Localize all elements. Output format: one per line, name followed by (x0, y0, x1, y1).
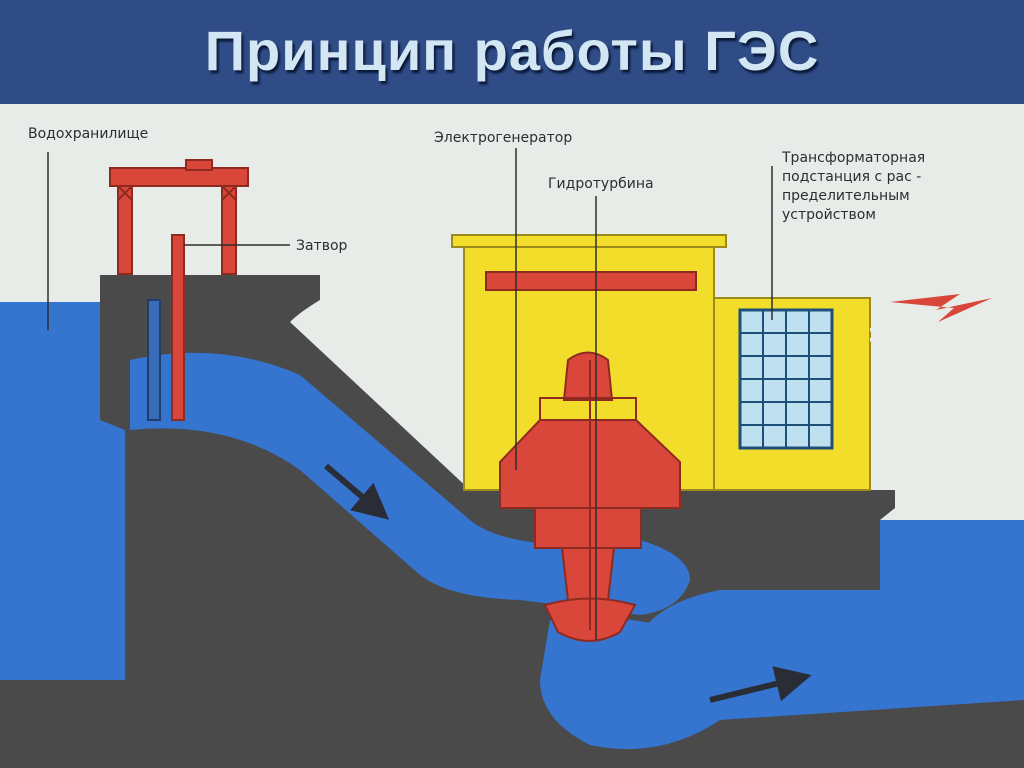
label-reservoir: Водохранилище (28, 126, 148, 142)
flow-arrow-penstock (324, 463, 390, 520)
flow-arrow-tailwater (709, 666, 812, 703)
label-substation-line-1: Трансформаторная (781, 150, 925, 166)
transmission-lines (869, 296, 1024, 342)
lightning-icon (890, 294, 992, 322)
label-gate: Затвор (296, 238, 348, 254)
powerhouse-crane (485, 271, 697, 291)
penstock (130, 352, 690, 615)
slide-title: Принцип работы ГЭС (204, 19, 820, 82)
label-substation-line-3: пределительным (782, 188, 910, 204)
label-substation-line-2: подстанция с рас - (782, 169, 921, 185)
gate-slot (147, 299, 161, 421)
powerhouse-roof (451, 234, 727, 248)
label-generator: Электрогенератор (434, 130, 572, 146)
gate-crane (109, 159, 249, 275)
substation-window (738, 308, 834, 450)
label-turbine: Гидротурбина (548, 176, 654, 192)
gate (171, 234, 185, 421)
title-bar (0, 0, 1024, 104)
label-substation-line-4: устройством (782, 207, 876, 223)
